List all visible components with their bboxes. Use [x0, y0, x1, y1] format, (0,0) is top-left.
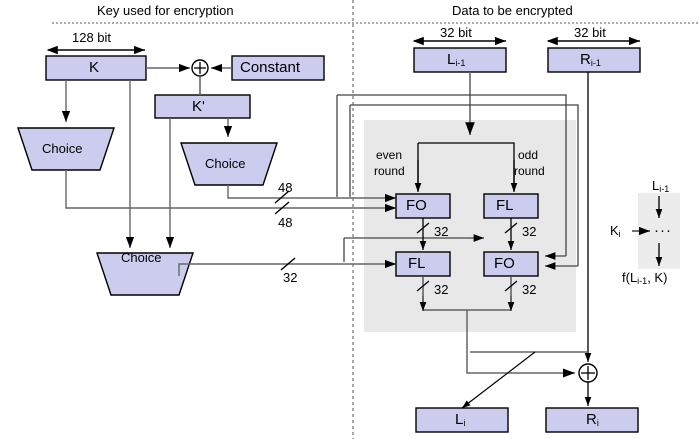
section-title-key: Key used for encryption	[97, 3, 234, 18]
round-group-shade	[364, 120, 576, 332]
slash-32-left	[280, 257, 296, 271]
bus-label-48-top: 48	[278, 180, 293, 195]
bus-label-32-left: 32	[283, 270, 298, 285]
choice-2-shape	[180, 142, 278, 186]
fl-top-label: FL	[496, 197, 514, 214]
odd-round-label-line2: round	[514, 164, 545, 178]
legend-output-label: f(Li-1, K)	[622, 270, 668, 286]
choice-1-shape	[17, 127, 115, 171]
constant-box-label: Constant	[240, 59, 301, 76]
section-title-data: Data to be encrypted	[452, 3, 573, 18]
fl-bottom-label: FL	[408, 255, 426, 272]
slash-48-top	[274, 190, 290, 204]
output-right-label: Ri	[586, 411, 599, 428]
wire-choice1-bus	[65, 170, 396, 213]
choice-1-label: Choice	[42, 141, 83, 156]
fl-top-box	[483, 193, 539, 219]
k-box	[45, 55, 147, 81]
bus-label-fl-bottom-out: 32	[434, 282, 449, 297]
output-right-box	[545, 407, 639, 433]
choice-2-label: Choice	[205, 156, 246, 171]
bus-label-fo-bottom-out: 32	[522, 282, 537, 297]
wire-choice2-bus	[227, 185, 396, 203]
slash-48-bottom	[274, 201, 290, 215]
output-left-box	[415, 407, 509, 433]
slash-fo-top-out	[416, 222, 430, 234]
slash-fl-top-out	[504, 222, 518, 234]
even-round-label-line1: even	[376, 148, 403, 162]
dim-label-128bit: 128 bit	[72, 30, 112, 45]
slash-fl-bottom-out	[416, 280, 430, 292]
k-prime-box-label: K'	[192, 98, 205, 115]
input-left-box	[413, 47, 507, 73]
even-round-label-line2: round	[374, 164, 405, 178]
feedback-rail-inner	[349, 104, 579, 266]
input-right-label: Ri-1	[580, 51, 601, 68]
input-left-label: Li-1	[447, 51, 466, 68]
input-right-box	[547, 47, 641, 73]
wire-round-out-to-xor	[466, 310, 575, 378]
fo-top-label: FO	[406, 197, 427, 214]
bus-label-48-bottom: 48	[278, 215, 293, 230]
odd-round-label-line1: odd	[518, 148, 539, 162]
legend-input-label: Li-1	[652, 178, 670, 194]
k-box-label: K	[89, 59, 100, 76]
choice-3-label: Choice	[121, 250, 162, 265]
choice-3-shape	[96, 252, 194, 296]
feedback-rail-outer	[336, 94, 567, 256]
legend-key-label: Ki	[610, 223, 621, 239]
bus-label-fo-top-out: 32	[434, 224, 449, 239]
bus-label-fl-top-out: 32	[522, 224, 537, 239]
dim-label-32bit-left: 32 bit	[440, 25, 472, 40]
fl-bottom-box	[395, 251, 451, 277]
wire-swap-diagonal	[461, 351, 536, 409]
slash-fo-bottom-out	[504, 280, 518, 292]
constant-box	[231, 55, 325, 81]
k-prime-box	[154, 94, 251, 119]
fo-bottom-label: FO	[494, 255, 515, 272]
output-left-label: Li	[455, 411, 466, 428]
legend-body-label: ···	[654, 222, 672, 239]
dim-label-32bit-right: 32 bit	[574, 25, 606, 40]
wire-choice3-bus	[178, 259, 396, 276]
fo-top-box	[395, 193, 451, 219]
